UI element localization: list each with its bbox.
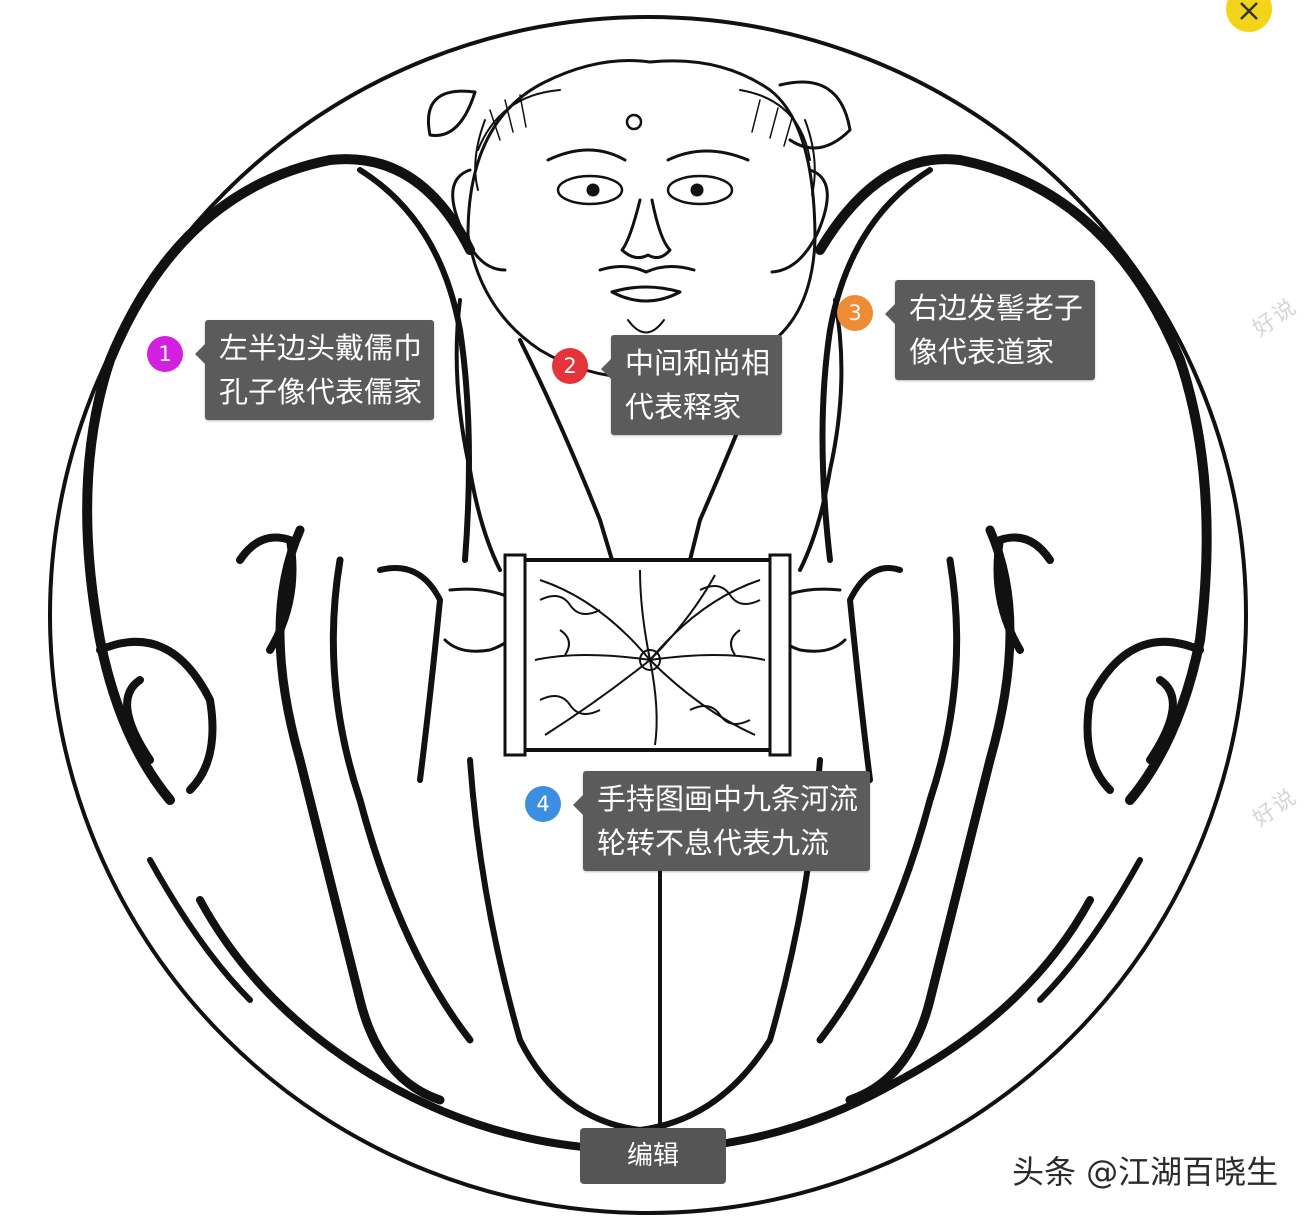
head-outline [466, 59, 817, 380]
hair-shading [474, 89, 816, 196]
right-sleeve [815, 154, 1212, 805]
annotation-4-line-2: 轮转不息代表九流 [597, 826, 830, 860]
annotation-3-line-2: 像代表道家 [909, 335, 1055, 369]
annotation-1-note: 左半边头戴儒巾 孔子像代表儒家 [194, 320, 435, 420]
annotation-2-line-1: 中间和尚相 [625, 346, 771, 380]
annotation-4-badge[interactable]: 4 [525, 786, 561, 822]
annotation-2-line-2: 代表释家 [625, 390, 742, 424]
annotation-2-note: 中间和尚相 代表释家 [600, 335, 783, 435]
scroll-with-rivers [503, 553, 792, 757]
annotation-3-note: 右边发髻老子 像代表道家 [884, 280, 1096, 380]
right-eye [666, 174, 734, 206]
annotation-4-note: 手持图画中九条河流 轮转不息代表九流 [572, 771, 871, 871]
close-icon [1240, 2, 1258, 20]
annotation-2-badge[interactable]: 2 [552, 348, 588, 384]
right-ear [770, 168, 829, 274]
source-watermark: 头条 @江湖百晓生 [1012, 1153, 1279, 1191]
left-eye [556, 174, 624, 206]
outer-circle [48, 15, 1248, 1215]
annotation-1-line-1: 左半边头戴儒巾 [219, 331, 423, 365]
annotation-3-badge[interactable]: 3 [837, 295, 873, 331]
annotation-3-line-1: 右边发髻老子 [909, 291, 1084, 325]
edit-button[interactable]: 编辑 [580, 1128, 726, 1184]
left-ear [451, 168, 507, 272]
annotation-1-line-2: 孔子像代表儒家 [219, 375, 423, 409]
annotation-4-line-1: 手持图画中九条河流 [597, 782, 859, 816]
annotation-1-badge[interactable]: 1 [147, 336, 183, 372]
left-sleeve [82, 154, 475, 805]
